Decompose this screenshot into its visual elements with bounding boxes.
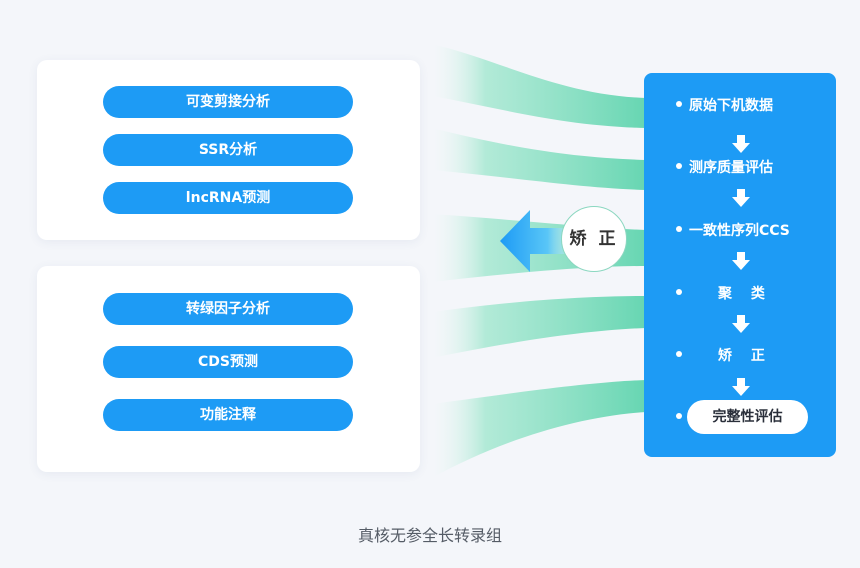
bullet-icon xyxy=(676,163,682,169)
step-cluster: 聚 类 xyxy=(718,286,772,302)
flow-ribbon-1 xyxy=(432,44,646,128)
flow-ribbon-4 xyxy=(432,296,646,358)
down-arrow-icon xyxy=(732,189,750,207)
bullet-icon xyxy=(676,289,682,295)
step-raw-data: 原始下机数据 xyxy=(689,98,773,114)
correction-badge: 矫 正 xyxy=(561,206,627,272)
step-completeness: 完整性评估 xyxy=(687,400,808,434)
card-analysis-bottom: 转绿因子分析 CDS预测 功能注释 xyxy=(37,266,420,472)
pill-function-annotation: 功能注释 xyxy=(103,399,353,431)
down-arrow-icon xyxy=(732,252,750,270)
bullet-icon xyxy=(676,351,682,357)
pill-ssr: SSR分析 xyxy=(103,134,353,166)
pill-transcription-factor: 转绿因子分析 xyxy=(103,293,353,325)
pipeline-panel: 原始下机数据 测序质量评估 一致性序列CCS 聚 类 矫 正 完整性评估 xyxy=(644,73,836,457)
pill-cds: CDS预测 xyxy=(103,346,353,378)
bullet-icon xyxy=(676,101,682,107)
down-arrow-icon xyxy=(732,378,750,396)
flow-ribbon-5 xyxy=(432,380,646,478)
card-analysis-top: 可变剪接分析 SSR分析 lncRNA预测 xyxy=(37,60,420,240)
left-arrow-icon xyxy=(500,210,568,272)
diagram-caption: 真核无参全长转录组 xyxy=(357,526,502,545)
step-ccs: 一致性序列CCS xyxy=(689,223,790,239)
bullet-icon xyxy=(676,226,682,232)
flow-ribbon-2 xyxy=(432,128,646,190)
step-quality: 测序质量评估 xyxy=(689,160,773,176)
bullet-icon xyxy=(676,413,682,419)
down-arrow-icon xyxy=(732,135,750,153)
pill-alternative-splicing: 可变剪接分析 xyxy=(103,86,353,118)
pill-lncrna: lncRNA预测 xyxy=(103,182,353,214)
step-correct: 矫 正 xyxy=(718,348,772,364)
down-arrow-icon xyxy=(732,315,750,333)
